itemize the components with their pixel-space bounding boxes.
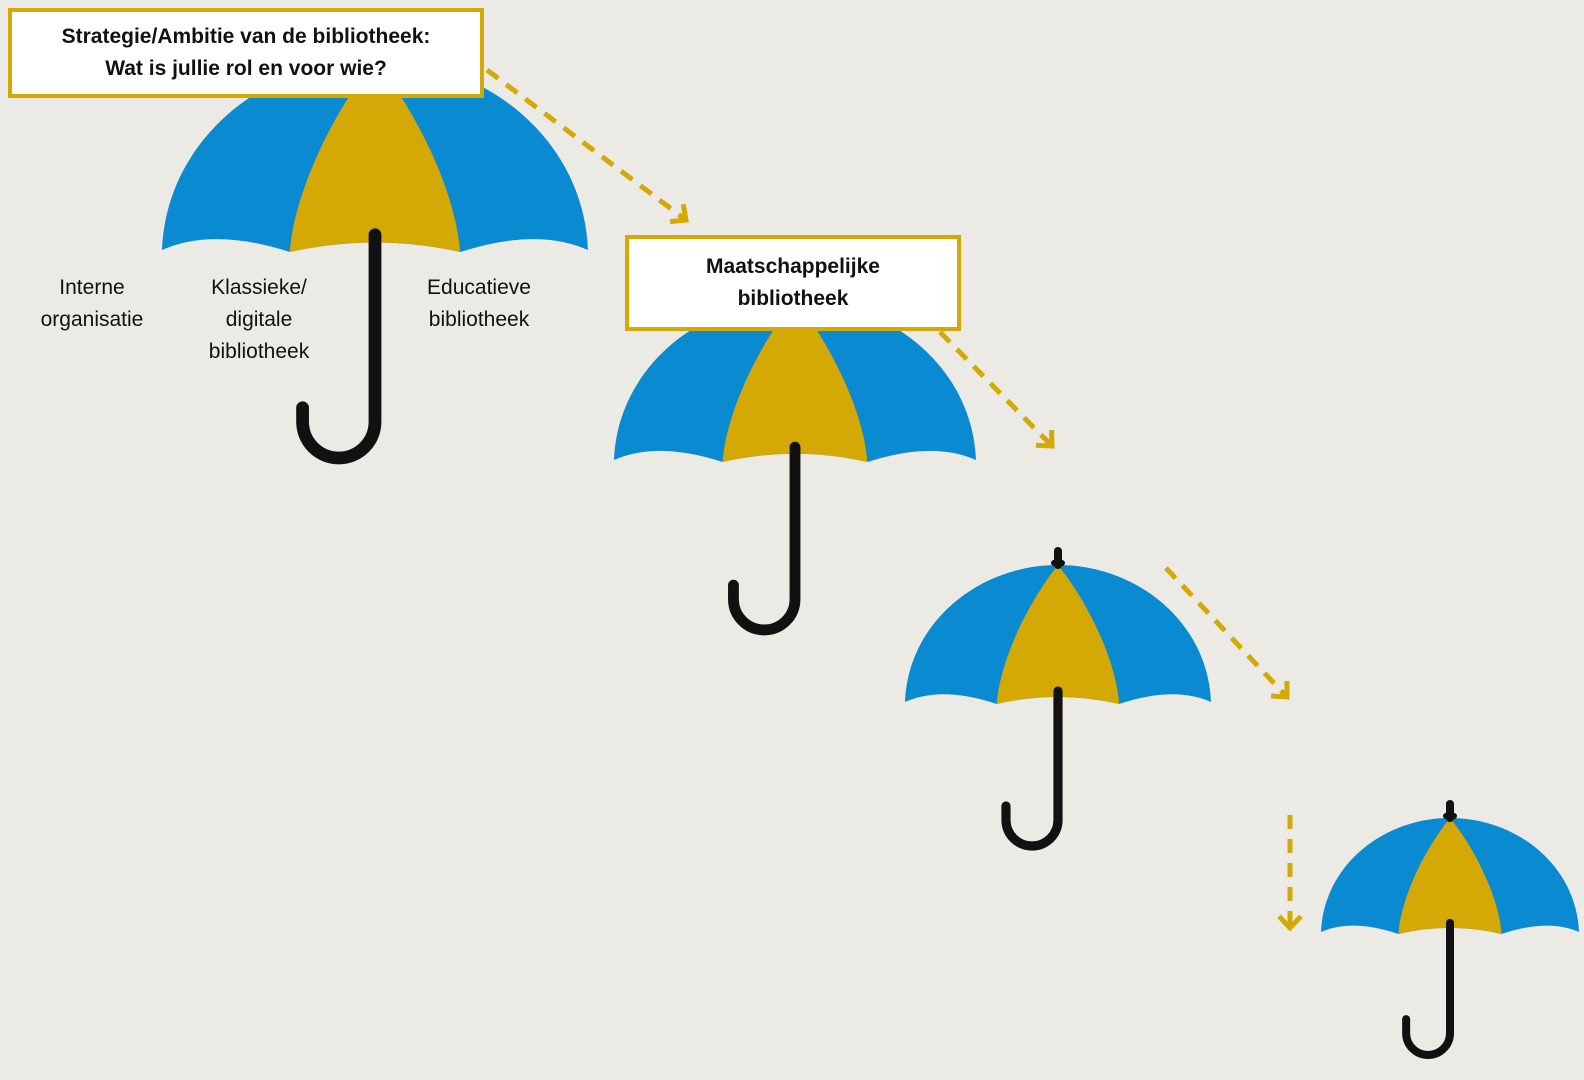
label-interne-line-1: Interne xyxy=(59,276,125,299)
label-educatieve-line-2: bibliotheek xyxy=(428,308,530,331)
maatschappelijke-line-2: bibliotheek xyxy=(737,287,849,310)
umbrella-canopy-gold xyxy=(996,565,1120,704)
umbrella-canopy-gold xyxy=(289,60,461,252)
dashed-arrow-1 xyxy=(485,68,689,225)
umbrella-handle xyxy=(1402,918,1454,1059)
dashed-arrow-4 xyxy=(1277,815,1303,932)
label-interne-organisatie: Interne organisatie xyxy=(22,272,162,336)
umbrella-handle xyxy=(296,228,382,465)
label-educatieve-line-1: Educatieve xyxy=(427,276,531,299)
umbrella-medium xyxy=(614,300,976,636)
umbrella-large xyxy=(162,60,588,465)
umbrella-canopy-gold xyxy=(722,300,868,462)
label-interne-line-2: organisatie xyxy=(40,308,144,331)
strategy-line-2: Wat is jullie rol en voor wie? xyxy=(105,57,387,80)
dashed-arrow-3 xyxy=(1164,566,1290,700)
strategy-box: Strategie/Ambitie van de bibliotheek: Wa… xyxy=(8,8,484,98)
label-klassieke-digitale-bibliotheek: Klassieke/ digitale bibliotheek xyxy=(184,272,334,368)
maatschappelijke-box: Maatschappelijke bibliotheek xyxy=(625,235,961,331)
arrow-line xyxy=(938,330,1054,448)
umbrella-small xyxy=(905,547,1211,851)
umbrella-canopy-gold xyxy=(1398,818,1502,934)
strategy-line-1: Strategie/Ambitie van de bibliotheek: xyxy=(61,25,431,48)
umbrella-smallest xyxy=(1321,800,1579,1059)
maatschappelijke-line-1: Maatschappelijke xyxy=(706,255,880,278)
arrow-line xyxy=(1164,566,1289,699)
arrow-head xyxy=(1035,429,1055,449)
label-klassieke-line-3: bibliotheek xyxy=(208,340,310,363)
arrow-head xyxy=(1270,680,1290,700)
arrow-head xyxy=(669,203,689,225)
arrow-line xyxy=(485,68,688,222)
label-klassieke-line-2: digitale xyxy=(225,308,293,331)
umbrella-tip-cap xyxy=(1443,812,1457,820)
umbrella-handle xyxy=(1001,686,1063,851)
dashed-arrow-2 xyxy=(938,330,1055,449)
label-educatieve-bibliotheek: Educatieve bibliotheek xyxy=(404,272,554,336)
umbrella-handle xyxy=(728,441,801,636)
arrow-head xyxy=(1277,914,1303,932)
umbrella-tip-cap xyxy=(1051,559,1065,567)
label-klassieke-line-1: Klassieke/ xyxy=(211,276,307,299)
